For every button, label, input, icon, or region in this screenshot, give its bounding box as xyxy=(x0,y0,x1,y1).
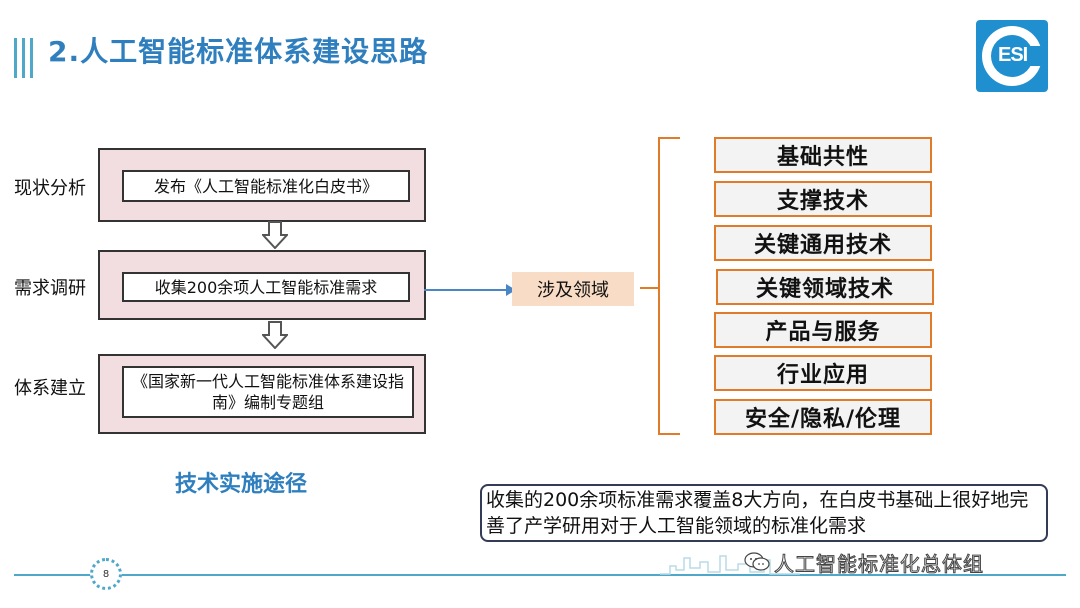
down-arrow-icon xyxy=(262,321,288,349)
stage-box-research: 收集200余项人工智能标准需求 xyxy=(98,250,426,320)
logo-text: ESI xyxy=(998,44,1028,66)
stage-content-system: 《国家新一代人工智能标准体系建设指南》编制专题组 xyxy=(122,366,414,418)
stage-label-system: 体系建立 xyxy=(14,378,86,399)
category-industry: 行业应用 xyxy=(714,355,932,391)
watermark-text: 人工智能标准化总体组 xyxy=(774,552,984,577)
connector-arrow xyxy=(424,289,516,291)
stage-content-status: 发布《人工智能标准化白皮书》 xyxy=(122,170,410,202)
category-support: 支撑技术 xyxy=(714,181,932,217)
down-arrow-icon xyxy=(262,221,288,249)
page-number: 8 xyxy=(90,558,122,590)
category-products: 产品与服务 xyxy=(714,312,932,348)
stage-box-system: 《国家新一代人工智能标准体系建设指南》编制专题组 xyxy=(98,354,426,434)
stage-content-research: 收集200余项人工智能标准需求 xyxy=(122,272,410,302)
esi-logo: ESI xyxy=(976,20,1048,92)
category-security: 安全/隐私/伦理 xyxy=(714,399,932,435)
category-basic: 基础共性 xyxy=(714,137,932,173)
category-key-domain: 关键领域技术 xyxy=(716,269,934,305)
title-decoration xyxy=(14,38,44,78)
method-label: 技术实施途径 xyxy=(175,472,308,497)
stage-label-status: 现状分析 xyxy=(14,178,86,199)
slide-title: 2.人工智能标准体系建设思路 xyxy=(48,35,429,68)
skyline-decoration xyxy=(660,555,800,575)
stage-label-research: 需求调研 xyxy=(14,278,86,299)
wechat-icon xyxy=(744,552,770,571)
category-key-general: 关键通用技术 xyxy=(714,225,932,261)
bracket-tick xyxy=(640,287,660,289)
footer-line xyxy=(14,574,1066,576)
domain-box: 涉及领域 xyxy=(512,272,634,306)
summary-box: 收集的200余项标准需求覆盖8大方向，在白皮书基础上很好地完善了产学研用对于人工… xyxy=(480,484,1048,542)
connector-arrowhead xyxy=(506,284,516,296)
stage-box-status: 发布《人工智能标准化白皮书》 xyxy=(98,148,426,222)
category-bracket xyxy=(658,137,680,435)
